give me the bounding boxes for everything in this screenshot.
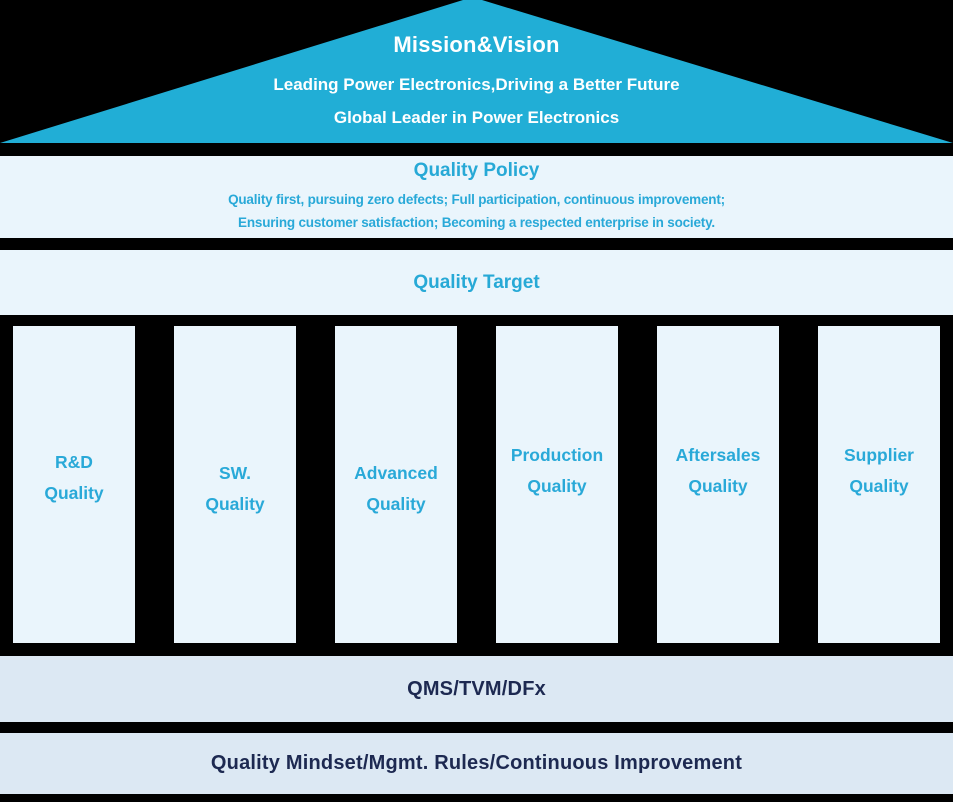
quality-policy-band: Quality Policy Quality first, pursuing z…: [0, 156, 953, 238]
mission-vision-roof: Mission&Vision Leading Power Electronics…: [0, 0, 953, 143]
pillar-production-quality: Production Quality: [496, 326, 618, 643]
pillar-advanced-quality: Advanced Quality: [335, 326, 457, 643]
pillar-sw-quality: SW. Quality: [174, 326, 296, 643]
pillar-rd-quality: R&D Quality: [13, 326, 135, 643]
pillar-label-line-1: Supplier: [843, 444, 914, 465]
quality-target-band: Quality Target: [0, 250, 953, 315]
pillar-label: Advanced Quality: [354, 458, 438, 520]
pillar-label-line-2: Quality: [205, 493, 265, 514]
quality-policy-title: Quality Policy: [413, 160, 540, 181]
pillar-label-line-2: Quality: [366, 493, 426, 514]
pillar-label: SW. Quality: [205, 458, 264, 520]
quality-policy-line-1: Quality first, pursuing zero defects; Fu…: [228, 192, 725, 207]
pillar-supplier-quality: Supplier Quality: [818, 326, 940, 643]
pillar-label: Production Quality: [511, 440, 603, 502]
pillar-label: Aftersales Quality: [676, 440, 761, 502]
quality-mindset-base-band: Quality Mindset/Mgmt. Rules/Continuous I…: [0, 733, 953, 794]
pillar-label-line-1: Aftersales: [675, 444, 761, 465]
quality-policy-line-2: Ensuring customer satisfaction; Becoming…: [238, 215, 715, 230]
pillar-label-line-1: Advanced: [354, 462, 438, 483]
qms-foundation-band: QMS/TVM/DFx: [0, 656, 953, 722]
vision-statement: Global Leader in Power Electronics: [333, 108, 620, 127]
pillar-label-line-1: R&D: [55, 451, 93, 472]
pillar-label: Supplier Quality: [844, 440, 914, 502]
pillar-label-line-2: Quality: [688, 475, 748, 496]
mission-statement: Leading Power Electronics,Driving a Bett…: [273, 75, 680, 94]
quality-target-title: Quality Target: [413, 271, 540, 293]
pillar-label: R&D Quality: [44, 447, 103, 509]
pillar-label-line-1: SW.: [218, 462, 252, 483]
pillar-label-line-1: Production: [510, 444, 604, 465]
pillar-aftersales-quality: Aftersales Quality: [657, 326, 779, 643]
quality-pillars-row: R&D Quality SW. Quality Advanced Quality…: [0, 326, 953, 643]
mission-vision-title: Mission&Vision: [393, 32, 560, 57]
qms-foundation-label: QMS/TVM/DFx: [407, 677, 546, 700]
pillar-label-line-2: Quality: [44, 482, 104, 503]
quality-mindset-base-label: Quality Mindset/Mgmt. Rules/Continuous I…: [210, 752, 743, 774]
pillar-label-line-2: Quality: [849, 475, 909, 496]
quality-policy-text: Quality first, pursuing zero defects; Fu…: [0, 188, 953, 234]
pillar-label-line-2: Quality: [527, 475, 587, 496]
